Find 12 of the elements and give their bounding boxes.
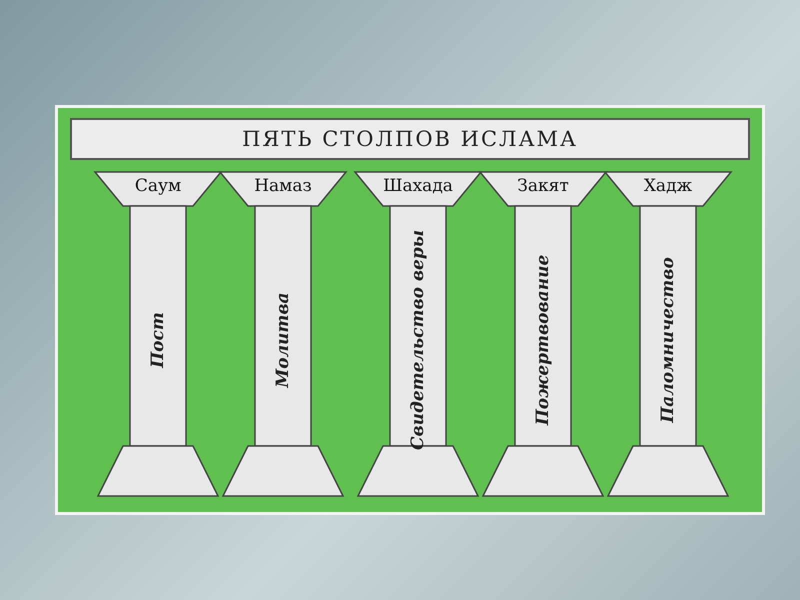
capital-label: Саум: [134, 176, 182, 196]
capital-label: Намаз: [253, 176, 313, 196]
column-label: Пожертвование: [533, 254, 553, 426]
column-label: Пост: [148, 312, 168, 368]
column-label: Молитва: [273, 292, 293, 388]
column-label: Свидетельство веры: [408, 230, 428, 450]
capital-label: Хадж: [642, 176, 694, 196]
capital-label: Шахада: [382, 176, 454, 196]
roof-band: [70, 118, 750, 160]
column-label: Паломничество: [658, 257, 678, 423]
diagram-heading: ПЯТЬ СТОЛПОВ ИСЛАМА: [242, 127, 578, 151]
capital-label: Закят: [516, 176, 570, 196]
